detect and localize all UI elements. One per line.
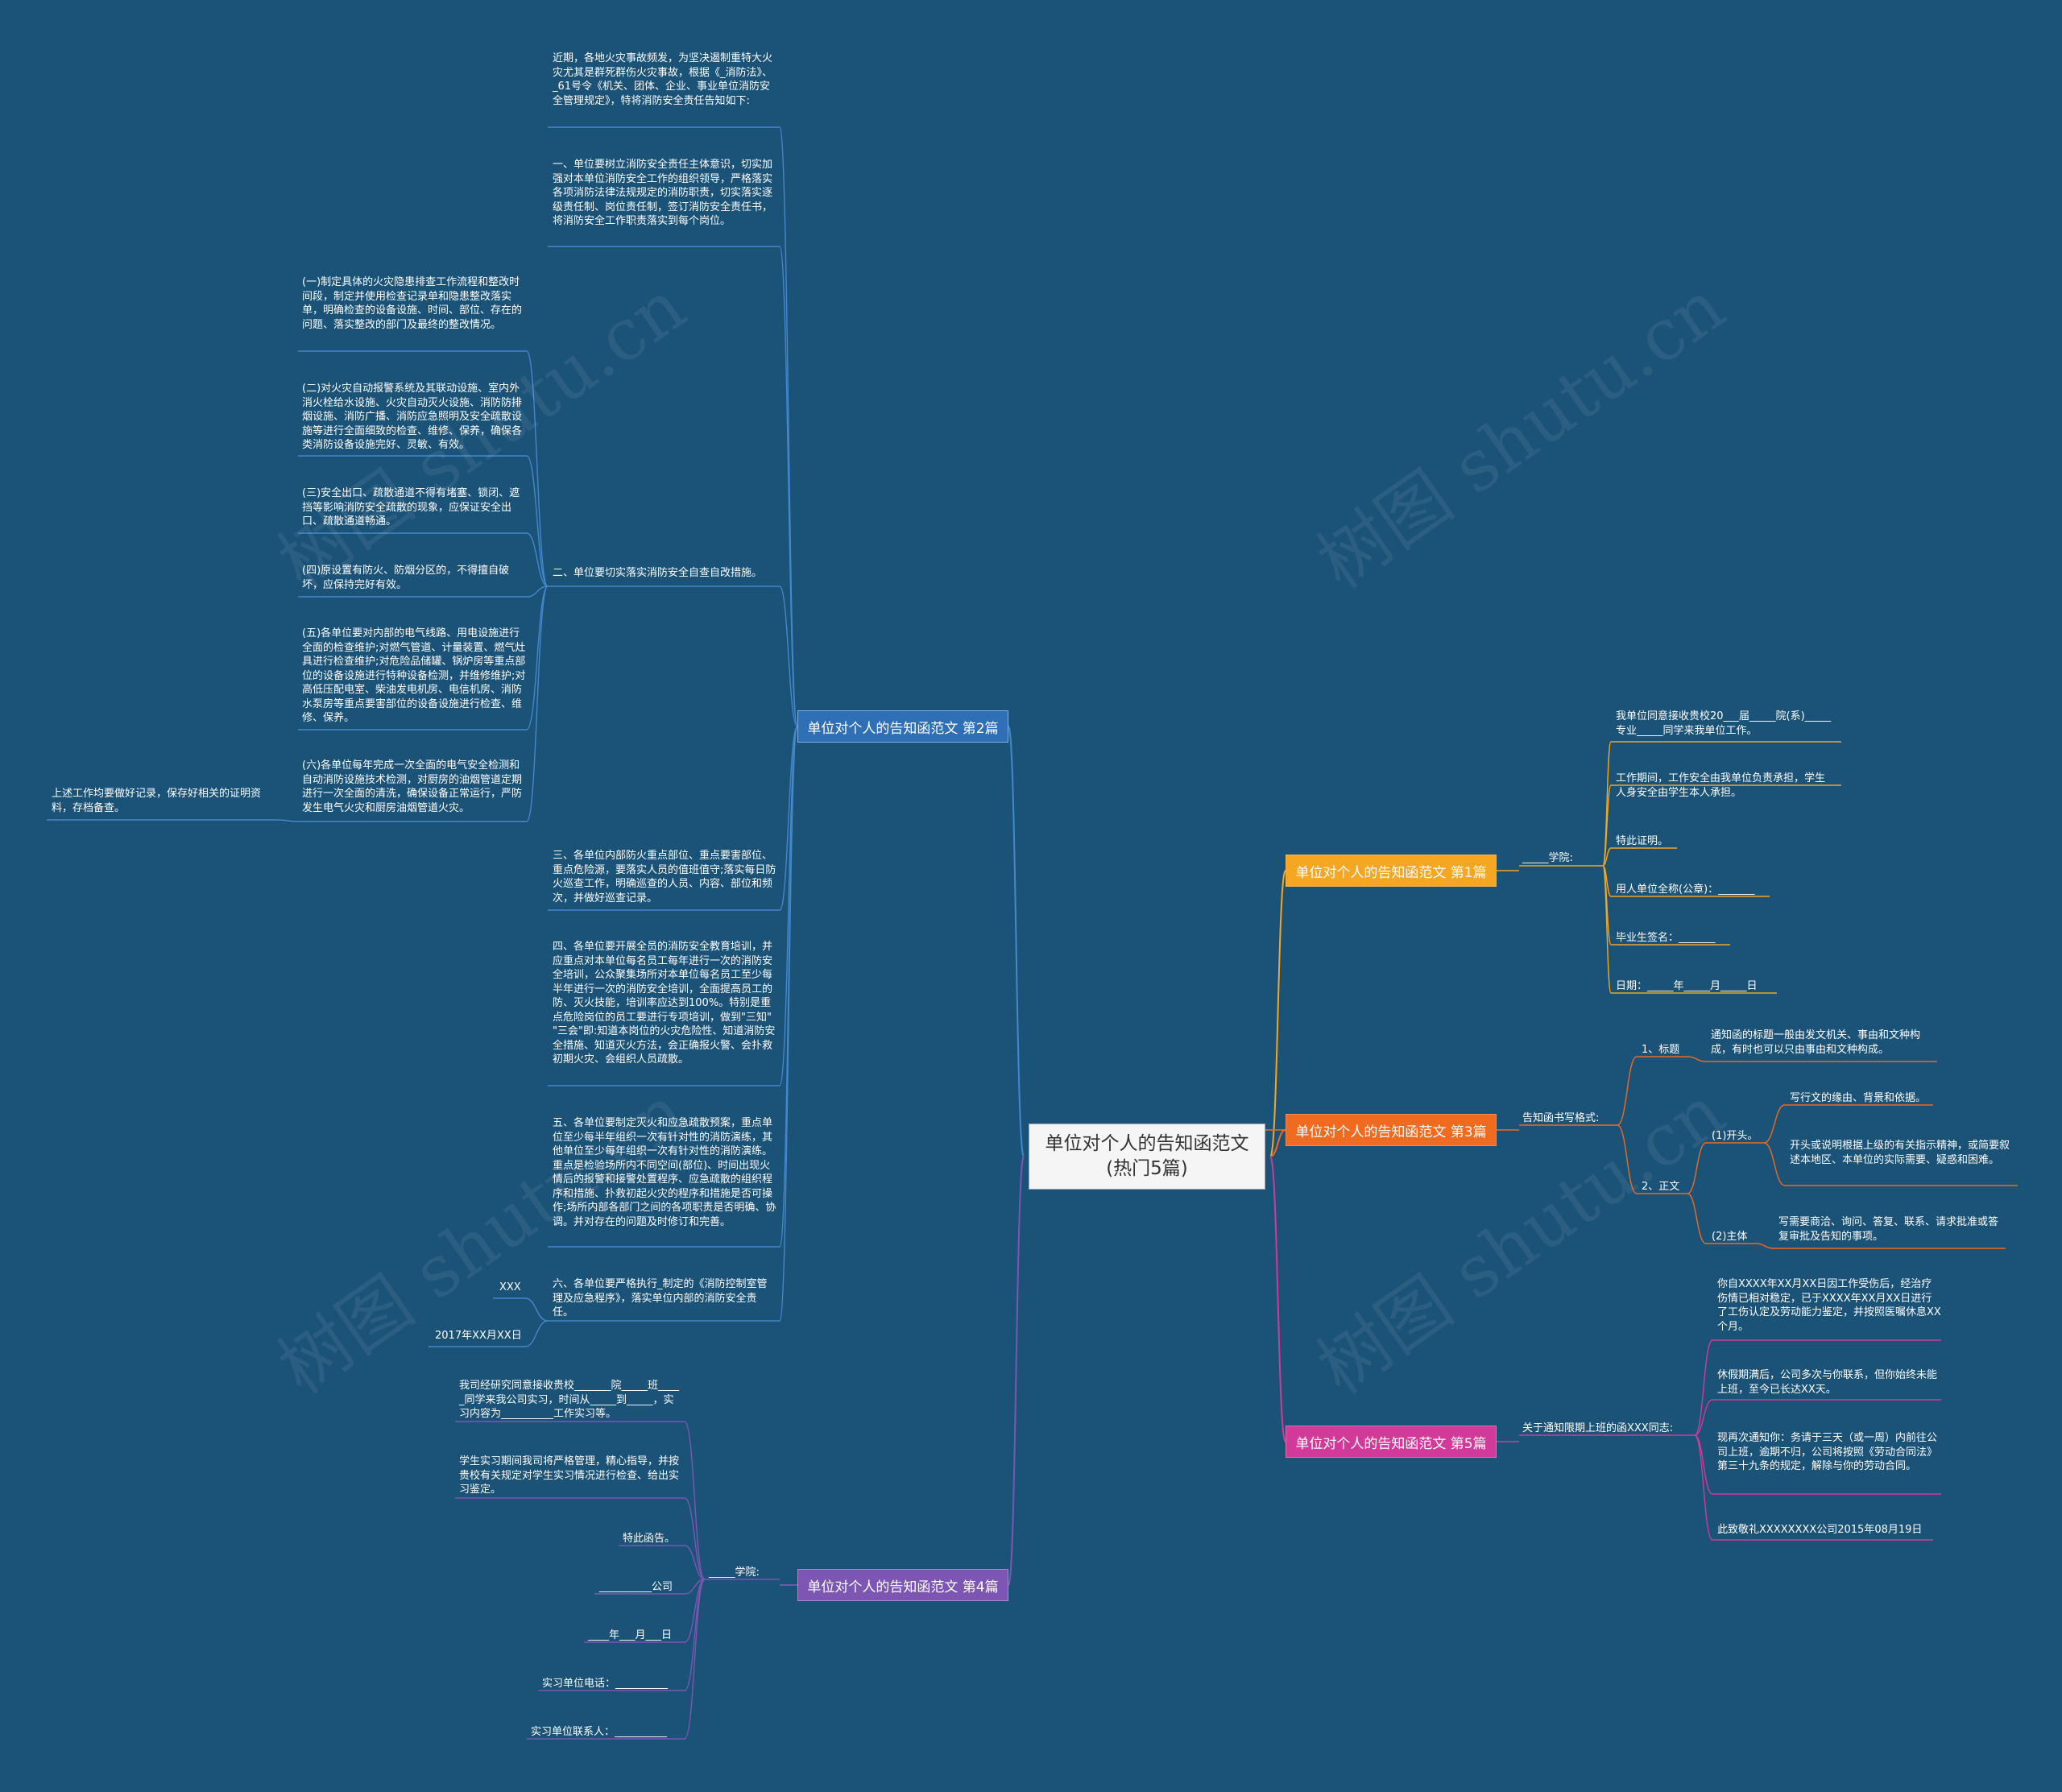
p1-item[interactable]: 特此证明。 — [1616, 835, 1669, 847]
connector-line — [1694, 1434, 1713, 1541]
p2-item[interactable]: 四、各单位要开展全员的消防安全教育培训，并应重点对本单位每名员工每年进行一次的消… — [553, 941, 776, 1066]
p4-item[interactable]: ____年___月___日 — [588, 1629, 673, 1641]
connector-line — [524, 1320, 549, 1347]
p2-subitem[interactable]: (二)对火灾自动报警系统及其联动设施、室内外消火栓给水设施、火灾自动灭火设施、消… — [302, 383, 523, 451]
p1-item[interactable]: 毕业生签名：_______ — [1616, 932, 1716, 944]
connector-line — [1755, 1243, 1774, 1249]
p1-item[interactable]: 我单位同意接收贵校20___届_____院(系)_____专业_____同学来我… — [1616, 710, 1832, 737]
connector-line — [526, 586, 549, 822]
branch-p5[interactable]: 单位对个人的告知函范文 第5篇 — [1286, 1426, 1497, 1458]
p4-item[interactable]: 实习单位电话：__________ — [542, 1678, 669, 1690]
connector-line — [1008, 1156, 1025, 1586]
p2-note[interactable]: 上述工作均要做好记录，保存好相关的证明资料，存档备查。 — [52, 788, 262, 814]
p3-open-2[interactable]: 开头或说明根据上级的有关指示精神，或简要叙述本地区、本单位的实际需要、疑惑和困难… — [1790, 1140, 2010, 1166]
p2-item[interactable]: 三、各单位内部防火重点部位、重点要害部位、重点危险源，要落实人员的值班值守;落实… — [553, 850, 776, 904]
connector-line — [1763, 1142, 1786, 1186]
connector-line — [1602, 784, 1612, 867]
connector-line — [1694, 1339, 1713, 1436]
p2-item[interactable]: 六、各单位要严格执行_制定的《消防控制室管理及应急程序》，落实单位内部的消防安全… — [553, 1278, 768, 1318]
connector-line — [779, 726, 798, 1322]
branch-p3[interactable]: 单位对个人的告知函范文 第3篇 — [1286, 1114, 1497, 1146]
p1-item[interactable]: 用人单位全称(公章)：_______ — [1616, 884, 1755, 896]
p2-item[interactable]: 近期，各地火灾事故频发，为坚决遏制重特大火灾尤其是群死群伤火灾事故，根据《_消防… — [553, 52, 773, 107]
connector-line — [276, 819, 299, 822]
p2-subitem[interactable]: (一)制定具体的火灾隐患排查工作流程和整改时间段，制定并使用检查记录单和隐患整改… — [302, 276, 523, 331]
branch-p1[interactable]: 单位对个人的告知函范文 第1篇 — [1286, 855, 1497, 887]
connector-line — [684, 1579, 706, 1643]
connector-line — [1617, 1056, 1638, 1126]
p2-sign-name[interactable]: XXX — [499, 1281, 521, 1293]
connector-line — [526, 532, 549, 587]
connector-line — [779, 126, 798, 727]
p5-item[interactable]: 你自XXXX年XX月XX日因工作受伤后，经治疗伤情已相对稳定，已于XXXX年XX… — [1717, 1278, 1941, 1333]
connector-line — [526, 586, 549, 730]
p2-subitem[interactable]: (六)各单位每年完成一次全面的电气安全检测和自动消防设施技术检测，对厨房的油烟管… — [302, 759, 523, 814]
connector-line — [1602, 741, 1612, 867]
connector-line — [684, 1579, 706, 1740]
p5-item[interactable]: 休假期满后，公司多次与你联系，但你始终未能上班，至今已长达XX天。 — [1717, 1369, 1938, 1396]
connector-line — [684, 1497, 706, 1580]
p2-sign-date[interactable]: 2017年XX月XX日 — [435, 1330, 522, 1342]
connector-line — [1687, 1056, 1707, 1062]
p3-body-label[interactable]: 2、正文 — [1642, 1181, 1680, 1193]
connector-line — [1008, 726, 1025, 1157]
connector-line — [1269, 870, 1286, 1157]
p3-open[interactable]: (1)开头。 — [1712, 1130, 1758, 1142]
connector-line — [1602, 847, 1612, 867]
p3-sub[interactable]: 告知函书写格式: — [1522, 1112, 1600, 1124]
connector-line — [779, 726, 798, 1086]
p4-item[interactable]: 特此函告。 — [623, 1533, 676, 1545]
p3-main[interactable]: (2)主体 — [1712, 1231, 1748, 1243]
connector-line — [1269, 1156, 1286, 1442]
p2-item[interactable]: 一、单位要树立消防安全责任主体意识，切实加强对本单位消防安全工作的组织领导，严格… — [553, 159, 773, 227]
connector-line — [1687, 1193, 1707, 1244]
connector-line — [1269, 1129, 1286, 1157]
branch-p4[interactable]: 单位对个人的告知函范文 第4篇 — [797, 1569, 1008, 1601]
p2-subitem[interactable]: (三)安全出口、疏散通道不得有堵塞、锁闭、遮挡等影响消防安全疏散的现象，应保证安… — [302, 487, 520, 528]
p3-open-1[interactable]: 写行文的缘由、背景和依据。 — [1790, 1092, 1927, 1104]
branch-p2[interactable]: 单位对个人的告知函范文 第2篇 — [797, 710, 1008, 743]
connector-line — [1602, 865, 1612, 994]
connector-line — [524, 1297, 549, 1322]
connector-line — [684, 1545, 706, 1580]
p3-title-text[interactable]: 通知函的标题一般由发文机关、事由和文种构成，有时也可以只由事由和文种构成。 — [1711, 1029, 1921, 1056]
p4-item[interactable]: 实习单位联系人：__________ — [531, 1726, 668, 1738]
connector-line — [684, 1579, 706, 1691]
connector-line — [684, 1421, 706, 1580]
p1-item[interactable]: 日期：_____年_____月_____日 — [1616, 980, 1758, 992]
connector-line — [526, 350, 549, 587]
connector-line — [1687, 1142, 1707, 1194]
p2-subitem[interactable]: (五)各单位要对内部的电气线路、用电设施进行全面的检查维护;对燃气管道、计量装置… — [302, 627, 526, 724]
p4-item[interactable]: __________公司 — [599, 1581, 673, 1593]
p3-title-label[interactable]: 1、标题 — [1642, 1044, 1680, 1056]
root-topic[interactable]: 单位对个人的告知函范文(热门5篇) — [1029, 1124, 1265, 1190]
connector-line — [779, 726, 798, 911]
p4-item[interactable]: 我司经研究同意接收贵校_______院_____班_____同学来我公司实习，时… — [459, 1380, 680, 1420]
connector-line — [526, 455, 549, 587]
connector-line — [526, 586, 549, 598]
p2-item[interactable]: 二、单位要切实落实消防安全自查自改措施。 — [553, 567, 763, 579]
p5-item[interactable]: 现再次通知你：务请于三天（或一周）内前往公司上班，逾期不归，公司将按照《劳动合同… — [1717, 1432, 1938, 1472]
p3-main-text[interactable]: 写需要商洽、询问、答复、联系、请求批准或答复审批及告知的事项。 — [1778, 1216, 1999, 1243]
p2-item[interactable]: 五、各单位要制定灭火和应急疏散预案，重点单位至少每半年组织一次有针对性的消防演练… — [553, 1117, 776, 1228]
connector-line — [1763, 1104, 1786, 1144]
connector-line — [779, 586, 798, 727]
connector-line — [1617, 1124, 1638, 1194]
p4-item[interactable]: 学生实习期间我司将严格管理，精心指导，并按贵校有关规定对学生实习情况进行检查、给… — [459, 1455, 680, 1496]
p1-sub[interactable]: _____学院: — [1522, 852, 1573, 864]
connector-line — [779, 246, 798, 727]
connector-line — [1694, 1434, 1713, 1495]
p2-subitem[interactable]: (四)原设置有防火、防烟分区的，不得擅自破坏，应保持完好有效。 — [302, 565, 510, 591]
p5-sub[interactable]: 关于通知限期上班的函XXX同志: — [1522, 1422, 1674, 1434]
p5-item[interactable]: 此致敬礼XXXXXXXX公司2015年08月19日 — [1717, 1524, 1923, 1536]
p4-sub[interactable]: _____学院: — [709, 1566, 760, 1579]
p1-item[interactable]: 工作期间，工作安全由我单位负责承担，学生人身安全由学生本人承担。 — [1616, 772, 1826, 799]
connector-line — [1694, 1399, 1713, 1436]
